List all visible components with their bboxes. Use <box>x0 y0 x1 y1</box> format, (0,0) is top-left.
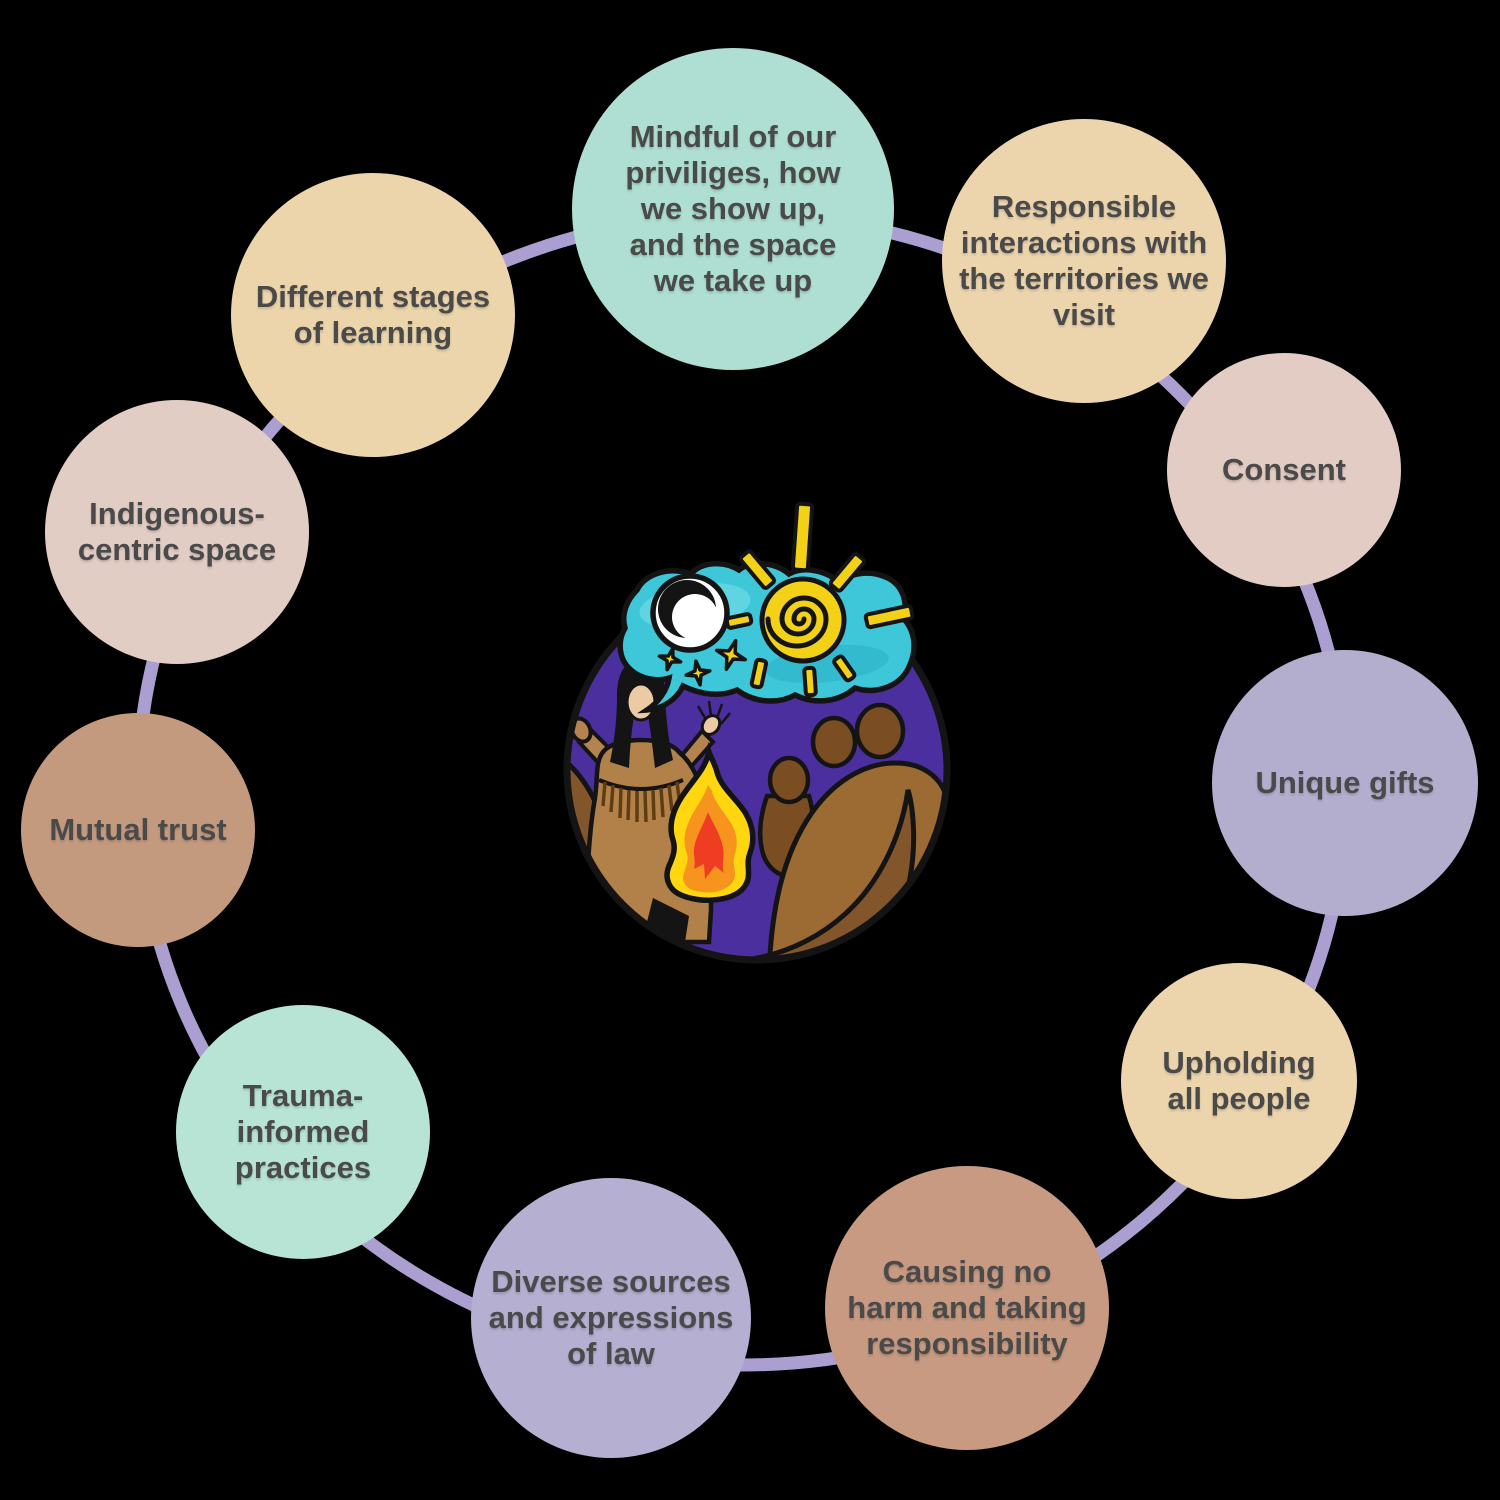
star-icon <box>657 646 683 672</box>
node-label: Unique gifts <box>1255 765 1435 801</box>
node-consent: Consent <box>1167 353 1401 587</box>
node-label: Mutual trust <box>49 812 227 848</box>
node-upholding-all-people: Upholding all people <box>1121 963 1357 1199</box>
node-responsible-interactions: Responsible interactions with the territ… <box>942 119 1226 403</box>
node-label: Consent <box>1222 452 1346 488</box>
node-label: Upholding all people <box>1162 1045 1316 1116</box>
node-label: Indigenous- centric space <box>77 496 277 567</box>
sun-spiral <box>765 595 829 649</box>
node-label: Mindful of our priviliges, how we show u… <box>625 119 841 298</box>
star-icon <box>684 659 712 687</box>
moon-icon <box>650 573 730 653</box>
node-indigenous-centric: Indigenous- centric space <box>45 400 309 664</box>
node-label: Trauma- informed practices <box>234 1078 372 1185</box>
node-label: Responsible interactions with the territ… <box>959 189 1209 332</box>
sun-icon <box>738 501 915 664</box>
node-label: Diverse sources and expressions of law <box>488 1264 734 1371</box>
storyteller-face <box>625 682 657 722</box>
listener-head <box>854 702 906 760</box>
node-unique-gifts: Unique gifts <box>1212 650 1478 916</box>
jacket-fringe <box>601 781 682 823</box>
node-diverse-sources-of-law: Diverse sources and expressions of law <box>471 1178 751 1458</box>
campfire <box>664 741 756 903</box>
node-label: Different stages of learning <box>255 279 491 350</box>
star-icon <box>714 638 748 672</box>
node-mindful-privileges: Mindful of our priviliges, how we show u… <box>572 48 894 370</box>
node-causing-no-harm: Causing no harm and taking responsibilit… <box>825 1166 1109 1450</box>
stars <box>657 638 748 687</box>
node-different-stages: Different stages of learning <box>231 173 515 457</box>
listener-head <box>810 715 858 769</box>
node-trauma-informed: Trauma- informed practices <box>176 1005 430 1259</box>
node-label: Causing no harm and taking responsibilit… <box>847 1254 1087 1361</box>
storyteller-campfire-illustration <box>563 501 951 964</box>
node-mutual-trust: Mutual trust <box>21 713 255 947</box>
storyteller-hair <box>610 660 673 768</box>
